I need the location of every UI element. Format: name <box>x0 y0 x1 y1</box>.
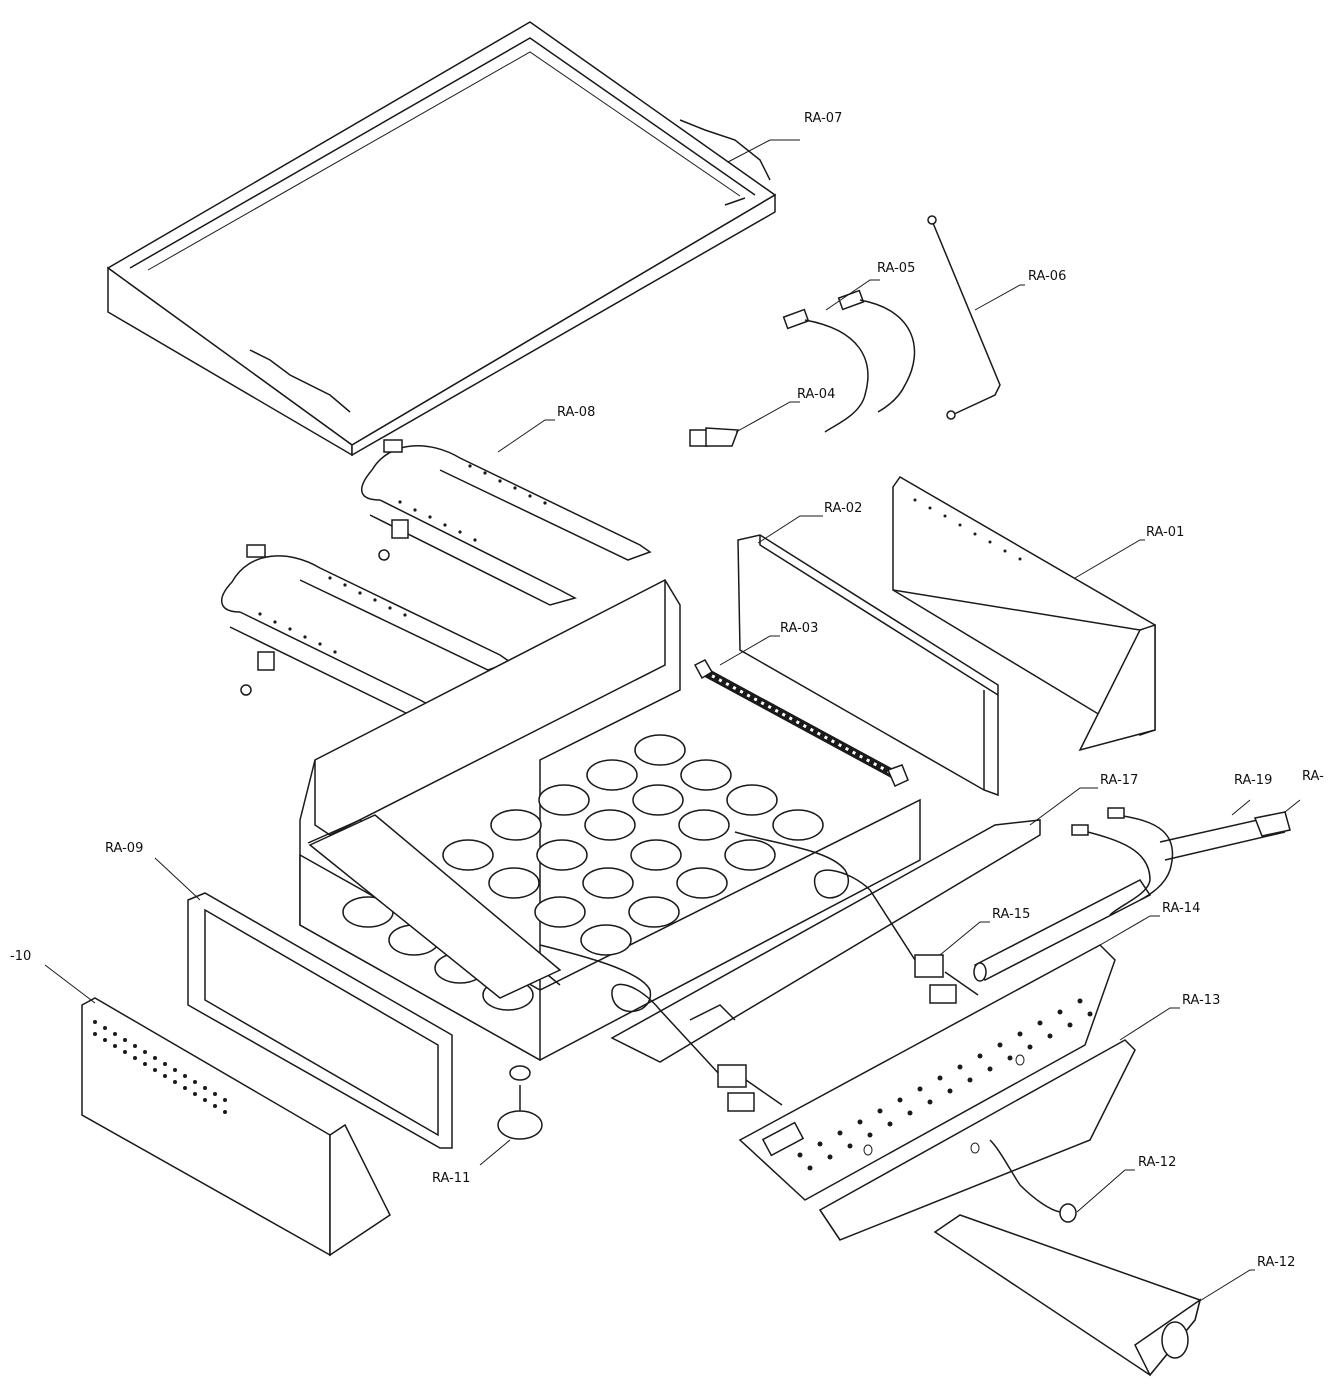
label-ra12-bottom: RA-12 <box>1257 1255 1295 1270</box>
label-ra06: RA-06 <box>1028 269 1066 284</box>
label-ra19: RA-19 <box>1234 773 1272 788</box>
part-front-panel <box>81 997 391 1257</box>
part-labels: RA-07 RA-05 RA-06 RA-04 RA-08 RA-02 RA-0… <box>10 111 1324 1270</box>
label-ra05: RA-05 <box>877 261 915 276</box>
label-ra04: RA-04 <box>797 387 835 402</box>
label-ra10-cut: -10 <box>10 949 31 964</box>
part-thermocouples <box>782 289 916 433</box>
part-panel-ra01 <box>892 476 1156 752</box>
part-valves <box>539 807 1174 1112</box>
part-control-panel <box>738 944 1116 1201</box>
part-grease-tray <box>933 1214 1202 1377</box>
part-frame-ra09 <box>187 892 453 1149</box>
part-gas-pipe <box>1159 811 1291 861</box>
leader-lines <box>44 139 1301 1303</box>
part-foot <box>497 1065 543 1140</box>
label-ra03: RA-03 <box>780 621 818 636</box>
part-ignitor <box>689 427 740 447</box>
label-ra12-top: RA-12 <box>1138 1155 1176 1170</box>
part-panel-ra02 <box>737 534 999 797</box>
label-ra13: RA-13 <box>1182 993 1220 1008</box>
part-griddle-plate <box>106 21 777 457</box>
part-deflector-holes <box>308 734 824 1011</box>
label-ra-cut: RA- <box>1302 769 1324 784</box>
label-ra14: RA-14 <box>1162 901 1200 916</box>
label-ra02: RA-02 <box>824 501 862 516</box>
part-gas-manifold <box>693 659 909 788</box>
label-ra01: RA-01 <box>1146 525 1184 540</box>
label-ra08: RA-08 <box>557 405 595 420</box>
label-ra09: RA-09 <box>105 841 143 856</box>
label-ra11: RA-11 <box>432 1171 470 1186</box>
label-ra17: RA-17 <box>1100 773 1138 788</box>
label-ra07: RA-07 <box>804 111 842 126</box>
part-pilot-tube <box>927 215 1001 420</box>
label-ra15: RA-15 <box>992 907 1030 922</box>
part-front-rail <box>610 819 1041 1063</box>
part-tray-ra13 <box>818 1039 1136 1241</box>
